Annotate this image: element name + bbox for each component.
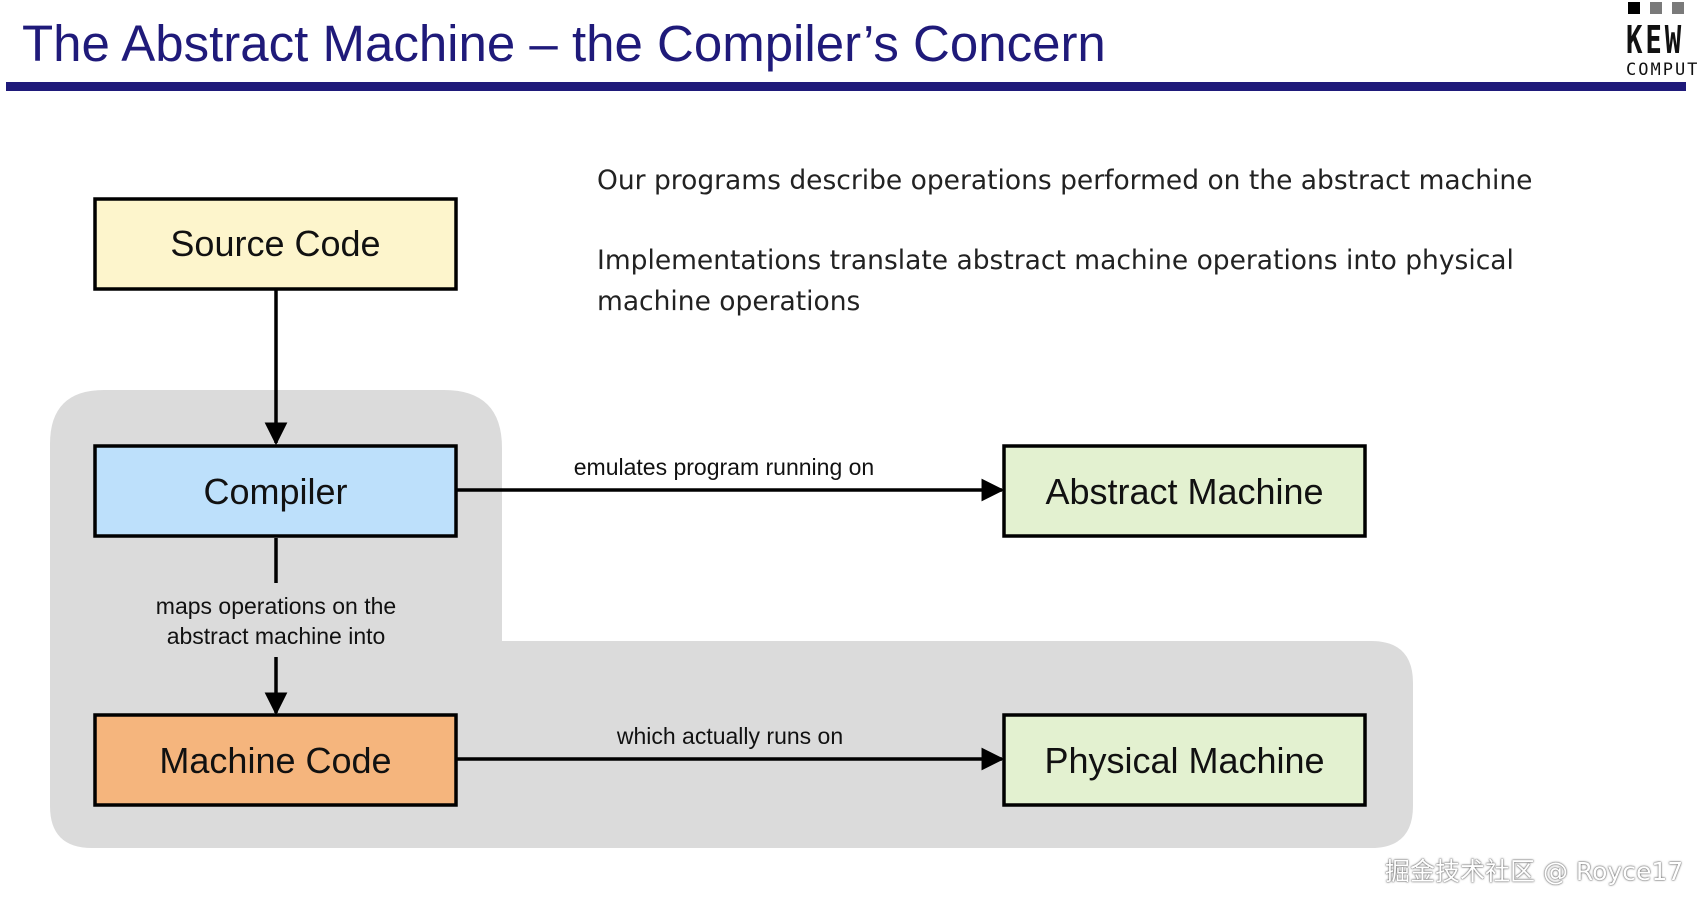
logo-subtitle: COMPUT [1626,60,1697,80]
slide-title: The Abstract Machine – the Compiler’s Co… [22,15,1106,72]
description-line-1: Our programs describe operations perform… [597,165,1533,196]
company-logo: KEW COMPUT [1622,0,1697,80]
logo-square [1672,2,1684,14]
emulates-edge-label: emulates program running on [574,454,874,480]
logo-name: KEW [1626,18,1685,62]
watermark: 掘金技术社区 @ Royce17 [1385,857,1684,886]
abstract-machine-box [1002,444,1367,538]
source-code-label: Source Code [170,223,380,264]
compiler-label: Compiler [203,471,347,512]
description-line-2: Implementations translate abstract machi… [597,245,1514,317]
runs-on-edge-label: which actually runs on [616,723,843,749]
maps-edge-label-line-2: abstract machine into [167,623,386,649]
maps-edge-label-line-1: maps operations on the [156,593,396,619]
abstract-machine-label: Abstract Machine [1045,471,1323,512]
logo-square [1650,2,1662,14]
machine-code-label: Machine Code [159,740,391,781]
source-code-box [93,197,458,291]
logo-square [1628,2,1640,14]
compiler-box [93,444,458,538]
physical-machine-label: Physical Machine [1044,740,1324,781]
machine-code-box [93,713,458,807]
title-underline [6,82,1686,91]
physical-machine-box [1002,713,1367,807]
